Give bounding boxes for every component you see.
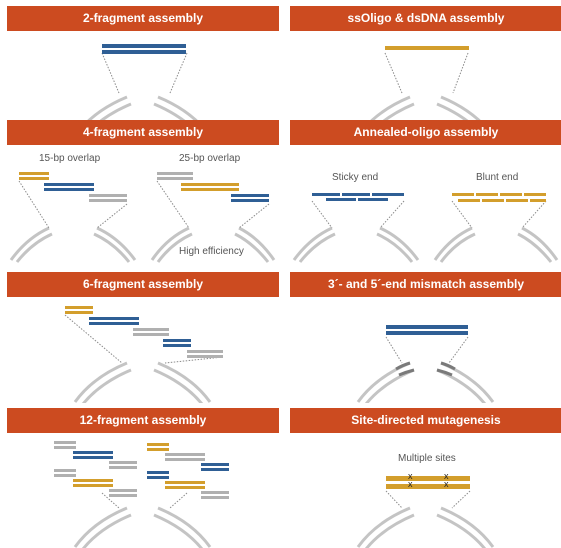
template-strand-top: [386, 476, 470, 481]
panel-4-fragment-assembly: 4-fragment assembly 15-bp overlap 25-bp …: [7, 120, 279, 263]
mutation-mark: x: [444, 479, 449, 489]
mismatch-diagram: [356, 325, 495, 403]
label-15bp-overlap: 15-bp overlap: [39, 153, 101, 164]
mutation-mark: x: [408, 479, 413, 489]
six-fragment-diagram: [64, 306, 224, 403]
panel-end-mismatch-assembly: 3´- and 5´-end mismatch assembly: [290, 272, 561, 403]
panel-title: Site-directed mutagenesis: [290, 408, 561, 433]
panel-site-directed-mutagenesis: Site-directed mutagenesis Multiple sites…: [290, 408, 561, 548]
panel-title: Annealed-oligo assembly: [290, 120, 561, 145]
template-strand-bottom: [386, 484, 470, 489]
mutation-mark: x: [408, 471, 413, 481]
fragment-blue-strand-bottom: [102, 50, 186, 54]
ssoligo-diagram: [356, 46, 495, 137]
panel-title: 4-fragment assembly: [7, 120, 279, 145]
label-high-efficiency: High efficiency: [179, 246, 244, 257]
panel-12-fragment-assembly: 12-fragment assembly: [7, 408, 279, 548]
panel-ssoligo-dsdna-assembly: ssOligo & dsDNA assembly: [290, 6, 561, 137]
label-sticky-end: Sticky end: [332, 172, 379, 183]
label-blunt-end: Blunt end: [476, 172, 519, 183]
panel-title: ssOligo & dsDNA assembly: [290, 6, 561, 31]
panel-6-fragment-assembly: 6-fragment assembly: [7, 272, 279, 403]
panel-title: 3´- and 5´-end mismatch assembly: [290, 272, 561, 297]
label-25bp-overlap: 25-bp overlap: [179, 153, 241, 164]
two-fragment-diagram: [73, 44, 212, 137]
fragment-blue-strand-top: [102, 44, 186, 48]
annealed-oligo-diagram: [292, 193, 559, 263]
panel-title: 12-fragment assembly: [7, 408, 279, 433]
mutagenesis-diagram: [356, 476, 495, 548]
label-multiple-sites: Multiple sites: [398, 453, 456, 464]
panel-title: 2-fragment assembly: [7, 6, 279, 31]
panel-2-fragment-assembly: 2-fragment assembly: [7, 6, 279, 137]
panel-annealed-oligo-assembly: Annealed-oligo assembly Sticky end Blunt…: [290, 120, 561, 263]
panel-title: 6-fragment assembly: [7, 272, 279, 297]
mutation-mark: x: [444, 471, 449, 481]
twelve-fragment-diagram: [54, 441, 229, 548]
four-fragment-diagram: [9, 172, 276, 263]
ssoligo-strand: [385, 46, 469, 50]
